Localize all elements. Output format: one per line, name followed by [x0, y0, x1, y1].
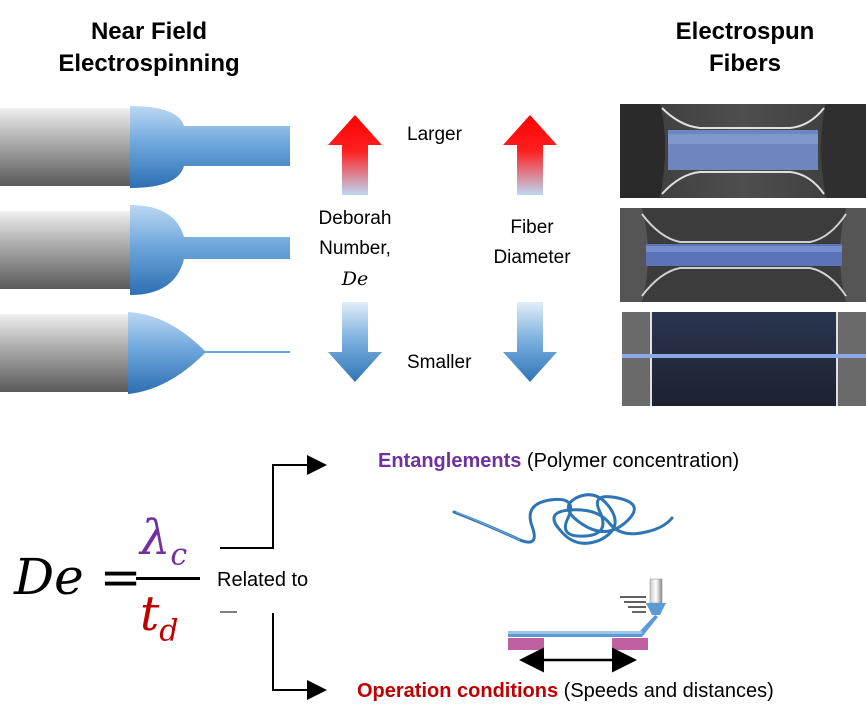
operation-conditions-text: Operation conditions (Speeds and distanc… — [357, 680, 774, 703]
title-line: Electrospinning — [58, 50, 240, 77]
arrow-up-icon — [328, 115, 382, 195]
label-line: Deborah — [318, 208, 392, 229]
label-line: Diameter — [493, 247, 571, 268]
operation-keyword: Operation conditions — [357, 680, 559, 702]
fraction-bar — [136, 577, 200, 580]
denominator-subscript: d — [159, 613, 179, 649]
numerator-subscript: c — [170, 537, 188, 573]
needle-icon — [0, 205, 290, 295]
fiber-micrograph-thin — [622, 312, 866, 406]
needle-array — [0, 106, 290, 394]
numerator-symbol: λ — [140, 510, 171, 566]
label-line: Fiber — [510, 217, 554, 238]
needle-icon — [0, 312, 290, 394]
branch-connector — [220, 455, 327, 700]
title-line: Electrospun — [675, 18, 815, 45]
polymer-coil-icon — [452, 493, 674, 545]
label-fiber-diameter: Fiber Diameter — [472, 213, 592, 273]
fiber-micrograph-medium — [620, 208, 866, 302]
equation-numerator: λc — [140, 508, 187, 586]
title-line: Near Field — [90, 18, 208, 45]
label-line: Number, — [319, 238, 391, 259]
title-line: Fibers — [708, 50, 782, 77]
fiber-micrograph-thick — [620, 104, 866, 198]
denominator-symbol: t — [140, 586, 160, 642]
nozzle-stage-icon — [508, 578, 666, 673]
label-larger: Larger — [407, 124, 462, 145]
label-smaller: Smaller — [407, 352, 472, 373]
entanglements-text: Entanglements (Polymer concentration) — [378, 450, 739, 473]
equation-denominator: td — [140, 584, 179, 662]
entanglements-keyword: Entanglements — [378, 450, 522, 472]
entanglements-detail: (Polymer concentration) — [521, 450, 740, 472]
label-line: De — [341, 268, 369, 290]
related-to-label: Related to — [217, 569, 309, 591]
needle-icon — [0, 106, 290, 188]
equation-lhs: De = — [14, 548, 142, 606]
trend-arrows — [328, 115, 557, 382]
arrow-down-icon — [503, 302, 557, 382]
label-deborah-number: Deborah Number, De — [300, 204, 410, 294]
arrow-up-icon — [503, 115, 557, 195]
arrow-down-icon — [328, 302, 382, 382]
title-near-field: Near Field Electrospinning — [30, 16, 268, 80]
title-electrospun-fibers: Electrospun Fibers — [640, 16, 850, 80]
operation-detail: (Speeds and distances) — [558, 680, 774, 702]
